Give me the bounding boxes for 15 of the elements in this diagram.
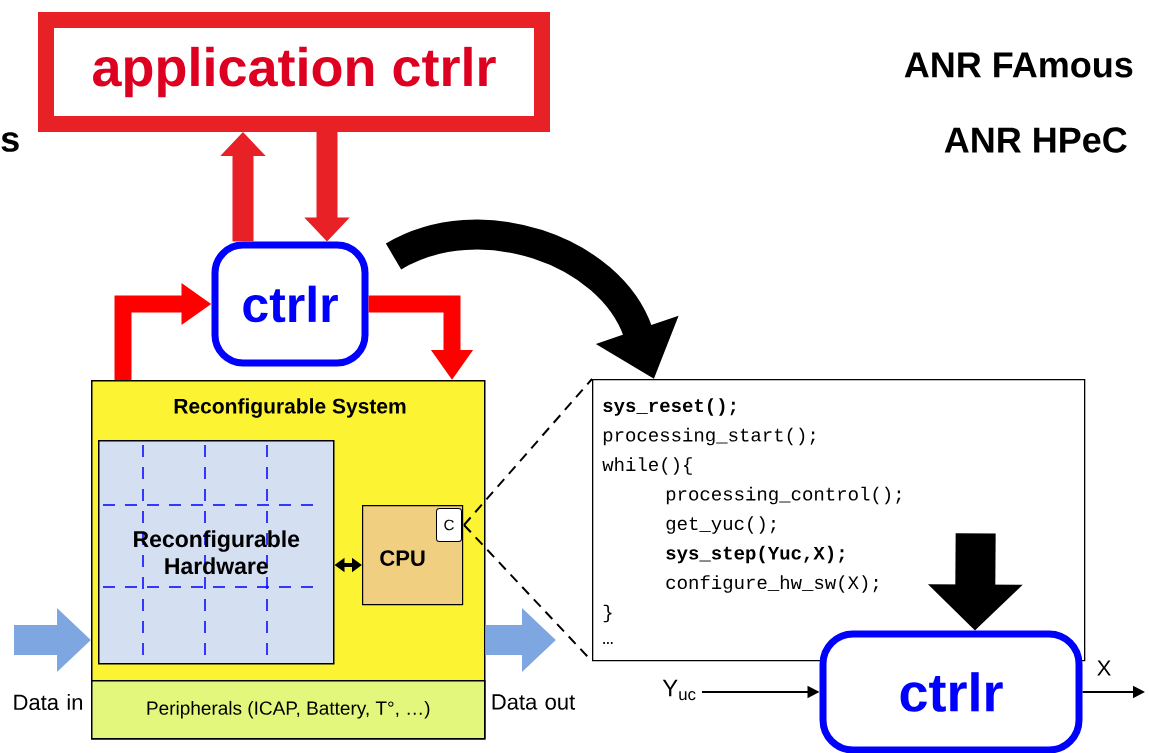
hardware-block: Reconfigurable Hardware [98, 440, 335, 665]
project-label: ANR FAmous [904, 52, 1133, 78]
code-listing: sys_reset(); processing_start(); while(){ processing_control(); get_yuc(); sys_step(Yuc,X); configure_hw_sw(X); } … [592, 379, 1086, 662]
controller-box: ctrlr [819, 630, 1083, 753]
edge-label: Data out [492, 694, 576, 710]
edge-label: X [1097, 660, 1111, 676]
dashed-line [463, 378, 593, 526]
project-label: ANR HPeC [944, 127, 1127, 153]
edge-label: Data in [14, 693, 82, 711]
project-label: s [1, 132, 19, 152]
controller-box: application ctrlr [38, 12, 550, 132]
controller-box: ctrlr [211, 241, 369, 367]
peripherals-band: Peripherals (ICAP, Battery, T°, …) [91, 680, 486, 740]
edge-label: Y$_{uc}$ [662, 679, 696, 701]
chip-tag: C [436, 508, 462, 542]
